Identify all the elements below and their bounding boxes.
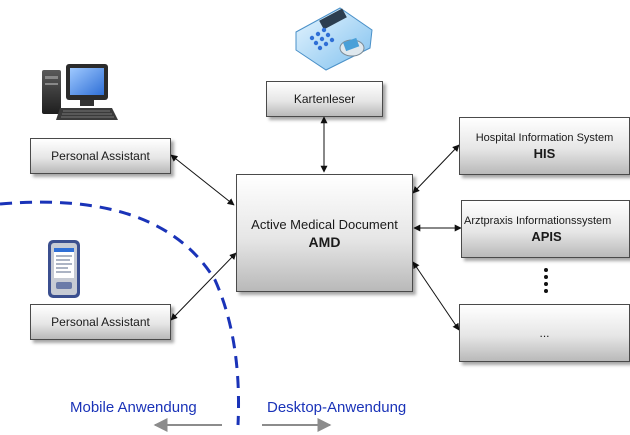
more-systems-box: ... <box>459 304 630 362</box>
apis-abbreviation: APIS <box>531 229 562 244</box>
apis-box: Arztpraxis Informationssystem APIS <box>461 200 630 258</box>
desktop-computer-icon <box>42 64 118 120</box>
apis-title: Arztpraxis Informationssystem <box>464 215 612 227</box>
card-reader-label: Kartenleser <box>293 92 356 106</box>
personal-assistant-top-label: Personal Assistant <box>51 149 150 163</box>
amd-box: Active Medical Document AMD <box>236 174 413 292</box>
his-box: Hospital Information System HIS <box>459 117 630 175</box>
more-systems-label: ... <box>539 326 550 340</box>
card-reader-device-icon <box>295 7 373 71</box>
personal-assistant-top-box: Personal Assistant <box>30 138 171 174</box>
his-title: Hospital Information System <box>475 132 614 144</box>
connector-more-amd <box>412 261 460 331</box>
connector-pa-top-amd <box>170 154 235 206</box>
more-systems-ellipsis <box>544 268 548 296</box>
his-abbreviation: HIS <box>533 146 556 161</box>
personal-assistant-bottom-label: Personal Assistant <box>51 315 150 329</box>
amd-title: Active Medical Document <box>251 216 398 232</box>
connector-his-amd <box>412 144 460 194</box>
mobile-zone-label: Mobile Anwendung <box>70 399 197 416</box>
pda-device-icon <box>48 240 80 298</box>
card-reader-box: Kartenleser <box>266 81 383 117</box>
amd-abbreviation: AMD <box>308 233 341 250</box>
connector-pa-bottom-amd <box>170 252 237 321</box>
personal-assistant-bottom-box: Personal Assistant <box>30 304 171 340</box>
zone-boundary-arc <box>0 200 240 426</box>
desktop-zone-label: Desktop-Anwendung <box>267 399 407 416</box>
